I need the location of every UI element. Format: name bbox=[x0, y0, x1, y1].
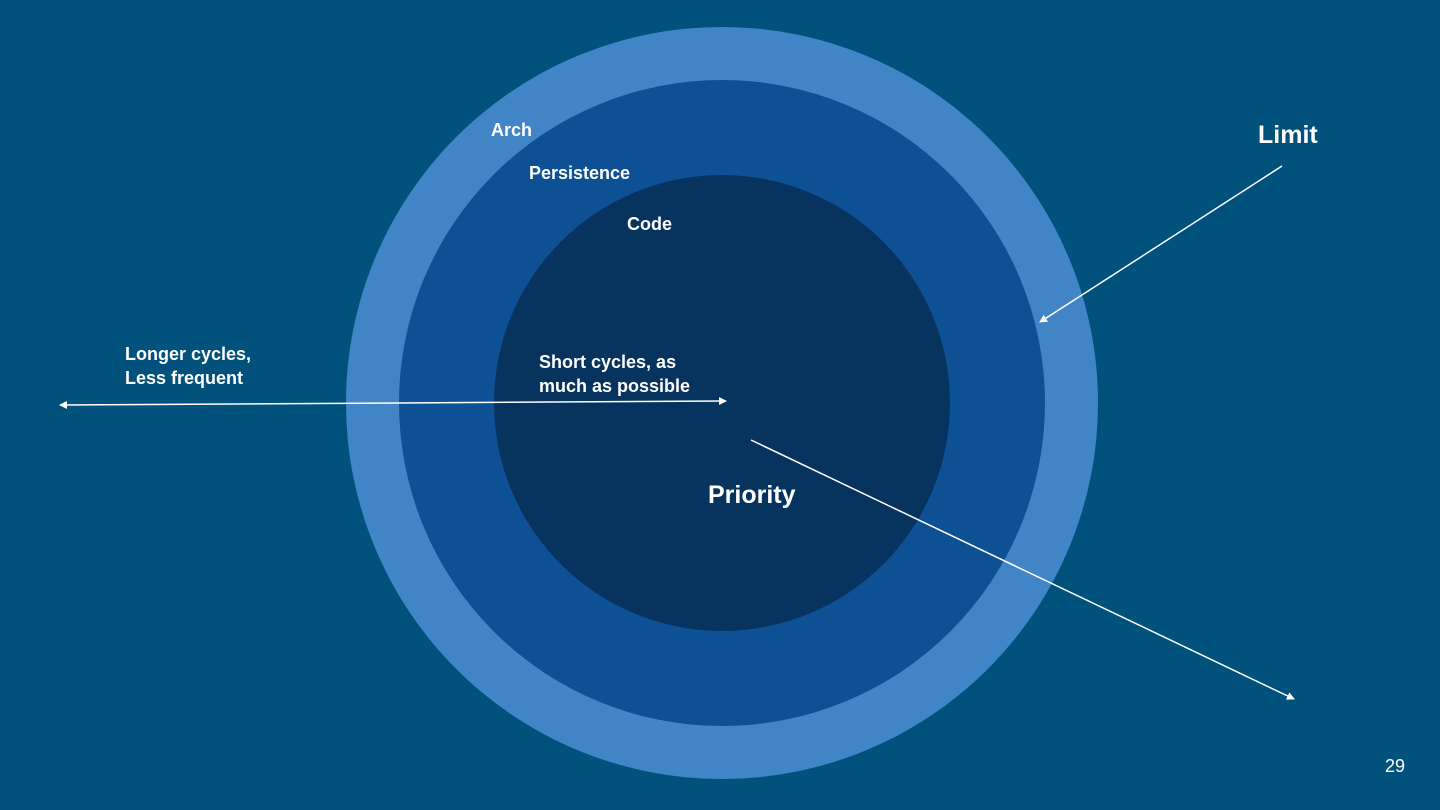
code-label: Code bbox=[627, 214, 672, 234]
page-number: 29 bbox=[1385, 756, 1406, 776]
cycle-length-arrow bbox=[59, 397, 727, 409]
limit-label: Limit bbox=[1258, 121, 1318, 149]
limit-arrow bbox=[1039, 165, 1283, 323]
priority-label: Priority bbox=[708, 481, 796, 509]
longer-cycles-note: Longer cycles, Less frequent bbox=[125, 344, 252, 388]
persistence-label: Persistence bbox=[529, 163, 631, 183]
priority-arrow bbox=[750, 439, 1295, 700]
arch-label: Arch bbox=[491, 120, 533, 140]
inner-circle-code bbox=[494, 175, 950, 631]
short-cycles-note: Short cycles, as much as possible bbox=[539, 352, 691, 396]
